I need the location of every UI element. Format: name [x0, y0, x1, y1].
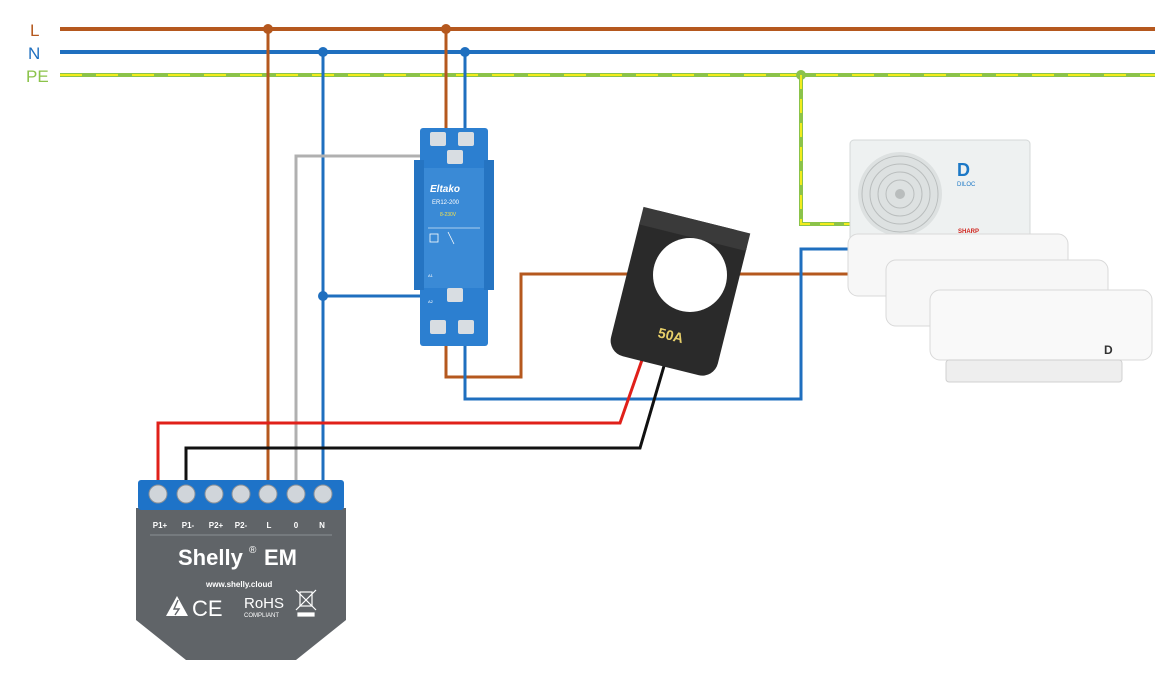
shelly-weee-icon [295, 589, 317, 617]
relay-terminal-a2 [447, 288, 463, 302]
shelly-terminal-screws [148, 484, 333, 504]
shelly-ce-mark: CE [192, 596, 223, 621]
relay-terminal-a1-label: A1 [428, 273, 434, 278]
relay-module: Eltako ER12-200 8-230V A1 A2 [414, 128, 494, 346]
wire-pe-stripe [800, 75, 852, 225]
shelly-body [136, 508, 346, 660]
junction-n-a2 [318, 291, 328, 301]
ac-fan-ring-2 [869, 163, 931, 225]
wire-ct-black [184, 365, 666, 492]
shelly-terminal-label: P2+ [209, 521, 224, 530]
ac-outdoor-sharp: SHARP [958, 229, 979, 235]
relay-terminal-bottom-2 [458, 320, 474, 334]
ac-indoor-unit-3 [929, 289, 1153, 361]
shelly-website: www.shelly.cloud [205, 580, 272, 589]
ac-indoor-logo: D [1104, 343, 1113, 357]
relay-contact-symbol [447, 231, 455, 245]
ac-outdoor-brand: DILOC [957, 182, 976, 188]
bus-lines: L N PE [26, 21, 1155, 86]
relay-coil-symbol [429, 233, 439, 243]
shelly-terminal-label: L [267, 521, 272, 530]
wire-pe-to-ac [799, 75, 852, 226]
shelly-screw-o [286, 484, 306, 504]
ac-outdoor-logo: D [957, 160, 970, 180]
bus-l-label: L [30, 21, 39, 40]
shelly-terminal-label: P2- [235, 521, 248, 530]
relay-terminal-a2-label: A2 [428, 299, 434, 304]
shelly-rohs-label: RoHS [244, 595, 284, 612]
wires [156, 29, 852, 492]
bus-pe-label: PE [26, 67, 49, 86]
relay-spec-label: 8-230V [440, 212, 457, 218]
shelly-screw-l [258, 484, 278, 504]
relay-side-rail-right [484, 160, 494, 290]
clamp-hole [653, 238, 727, 312]
wire-ct-red [156, 359, 644, 492]
shelly-model: EM [264, 545, 297, 570]
shelly-terminal-label: 0 [294, 521, 299, 530]
relay-side-rail [414, 160, 424, 290]
shelly-terminal-label: N [319, 521, 325, 530]
shelly-screw-p2plus [204, 484, 224, 504]
relay-terminal-a1 [447, 150, 463, 164]
relay-terminal-bottom-1 [430, 320, 446, 334]
ac-indoor-louver [945, 359, 1123, 383]
relay-terminal-top-2 [458, 132, 474, 146]
shelly-screw-p1minus [176, 484, 196, 504]
shelly-name: Shelly [178, 545, 244, 570]
wire-switched-n-to-ac [463, 247, 850, 401]
ac-fan-ring-4 [885, 179, 915, 209]
ct-clamp: 50A [610, 206, 751, 376]
shelly-terminal-labels: P1+ P1- P2+ P2- L 0 N [153, 521, 325, 530]
shelly-screw-n [313, 484, 333, 504]
shelly-terminal-label: P1- [182, 521, 195, 530]
clamp-rating-label: 50A [656, 324, 685, 346]
shelly-lightning-icon [172, 599, 181, 616]
air-conditioner: D DILOC SHARP D [847, 139, 1153, 383]
shelly-reg-mark: ® [249, 545, 257, 556]
wire-control-to-relay [294, 154, 440, 492]
relay-brand-label: Eltako [430, 184, 460, 195]
ac-fan-hub [895, 189, 905, 199]
relay-terminal-top-1 [430, 132, 446, 146]
relay-model-label: ER12-200 [432, 200, 460, 206]
shelly-screw-p1plus [148, 484, 168, 504]
shelly-em: P1+ P1- P2+ P2- L 0 N Shelly ® EM www.sh… [136, 480, 346, 660]
bus-n-label: N [28, 44, 40, 63]
shelly-terminal-label: P1+ [153, 521, 168, 530]
shelly-warning-icon [166, 596, 188, 616]
ac-fan-ring-1 [861, 155, 939, 233]
shelly-rohs-sub: COMPLIANT [244, 613, 279, 619]
clamp-hinge [639, 206, 751, 251]
ac-fan-ring-3 [877, 171, 923, 217]
shelly-screw-p2minus [231, 484, 251, 504]
